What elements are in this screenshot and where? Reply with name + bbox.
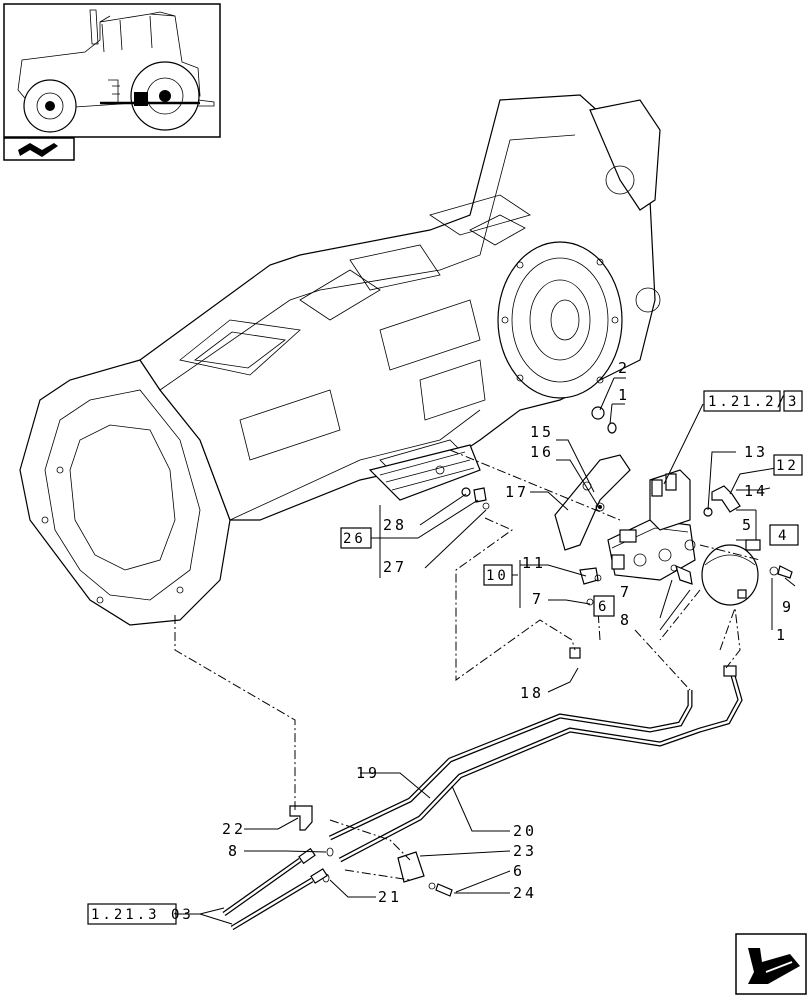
callouts: 2 1 15 16 17 13 14 5 7 8 9 1 11 7 28 27 … xyxy=(222,359,794,906)
callout-21: 21 xyxy=(378,888,402,906)
transmission-housing xyxy=(19,94,661,626)
callout-8: 8 xyxy=(228,842,240,860)
hydraulic-pipes xyxy=(222,647,743,931)
hydraulic-valve-block xyxy=(607,469,696,581)
callout-11: 11 xyxy=(522,554,546,572)
boxed-callouts: 1.21.2/A 3 12 4 26 10 6 1.21.3 03 xyxy=(87,390,803,925)
callout-22: 22 xyxy=(222,820,246,838)
next-page-arrow-icon[interactable] xyxy=(735,933,807,995)
callout-24: 24 xyxy=(513,884,537,902)
callout-6: 6 xyxy=(513,862,525,880)
callout-12: 12 xyxy=(776,458,799,474)
callout-8: 8 xyxy=(620,611,632,629)
valve-bracket xyxy=(554,454,631,551)
callout-19: 19 xyxy=(356,764,380,782)
callout-15: 15 xyxy=(530,423,554,441)
callout-7: 7 xyxy=(532,590,544,608)
callout-27: 27 xyxy=(383,558,407,576)
callout-16: 16 xyxy=(530,443,554,461)
callout-6: 6 xyxy=(598,599,609,615)
callout-20: 20 xyxy=(513,822,537,840)
callout-17: 17 xyxy=(505,483,529,501)
reference-1-21-3-03: 1.21.3 03 xyxy=(91,907,194,923)
callout-10: 10 xyxy=(486,568,509,584)
leader-lines xyxy=(176,377,796,925)
callout-9: 9 xyxy=(782,598,794,616)
callout-13: 13 xyxy=(744,443,768,461)
reference-1-21-2-a: 1.21.2/A xyxy=(708,394,799,410)
callout-18: 18 xyxy=(520,684,544,702)
callout-1: 1 xyxy=(618,386,630,404)
section-symbol-icon xyxy=(3,137,75,161)
callout-1: 1 xyxy=(776,626,788,644)
tractor-thumbnail-icon xyxy=(3,3,221,138)
connection-lines xyxy=(174,449,761,881)
callout-5: 5 xyxy=(742,516,754,534)
callout-26: 26 xyxy=(343,531,366,547)
fittings xyxy=(461,406,793,606)
accumulator xyxy=(701,539,761,606)
callout-28: 28 xyxy=(383,516,407,534)
callout-3: 3 xyxy=(788,394,799,410)
callout-2: 2 xyxy=(618,359,630,377)
callout-4: 4 xyxy=(778,528,789,544)
callout-7: 7 xyxy=(620,583,632,601)
callout-14: 14 xyxy=(744,482,768,500)
callout-23: 23 xyxy=(513,842,537,860)
